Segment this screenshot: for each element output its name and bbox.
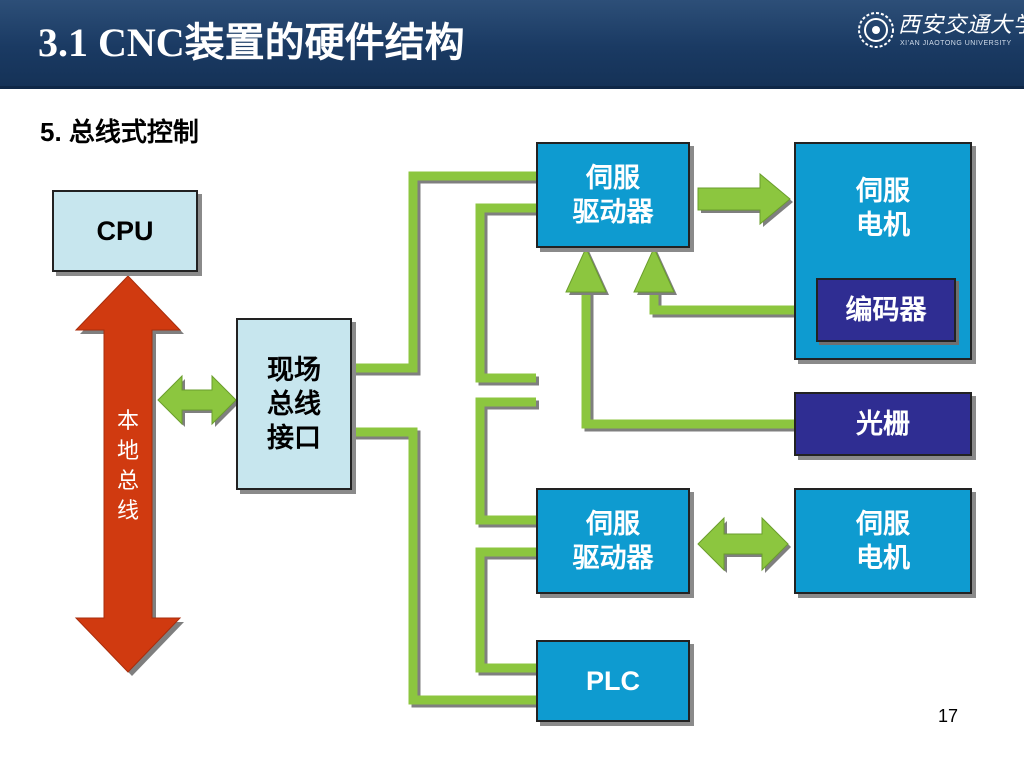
grating-box: 光栅 bbox=[794, 392, 972, 456]
slide-title: 3.1 CNC装置的硬件结构 bbox=[38, 20, 465, 65]
section-heading: 5. 总线式控制 bbox=[40, 117, 199, 147]
servo-motor-box-2: 伺服 电机 bbox=[794, 488, 972, 594]
cpu-label: CPU bbox=[96, 216, 154, 246]
cpu-box: CPU bbox=[52, 190, 198, 272]
page-number: 17 bbox=[938, 706, 959, 726]
plc-label: PLC bbox=[586, 666, 640, 696]
plc-box: PLC bbox=[536, 640, 690, 722]
encoder-box: 编码器 bbox=[816, 278, 956, 342]
servo-driver-label-1: 伺服 驱动器 bbox=[572, 163, 654, 227]
servo-driver-box-1: 伺服 驱动器 bbox=[536, 142, 690, 248]
logo-text: 西安交通大学 bbox=[898, 13, 1024, 38]
servo-motor-label-2: 伺服 电机 bbox=[856, 509, 910, 573]
fieldbus-interface-box: 现场 总线 接口 bbox=[236, 318, 352, 490]
servo-driver-box-2: 伺服 驱动器 bbox=[536, 488, 690, 594]
logo-english: XI'AN JIAOTONG UNIVERSITY bbox=[900, 40, 1012, 47]
slide-header: 3.1 CNC装置的硬件结构 西安交通大学 XI'AN JIAOTONG UNI… bbox=[0, 0, 1024, 89]
encoder-label: 编码器 bbox=[845, 295, 927, 325]
fieldbus-interface-label: 现场 总线 接口 bbox=[267, 355, 321, 453]
servo-driver-label-2: 伺服 驱动器 bbox=[572, 509, 654, 573]
grating-label: 光栅 bbox=[856, 409, 910, 439]
university-logo: 西安交通大学 XI'AN JIAOTONG UNIVERSITY bbox=[856, 10, 1024, 54]
seal-icon bbox=[858, 12, 894, 48]
servo-motor-label-1: 伺服 电机 bbox=[856, 176, 910, 240]
local-bus-label: 本 地 总 线 bbox=[116, 408, 139, 523]
